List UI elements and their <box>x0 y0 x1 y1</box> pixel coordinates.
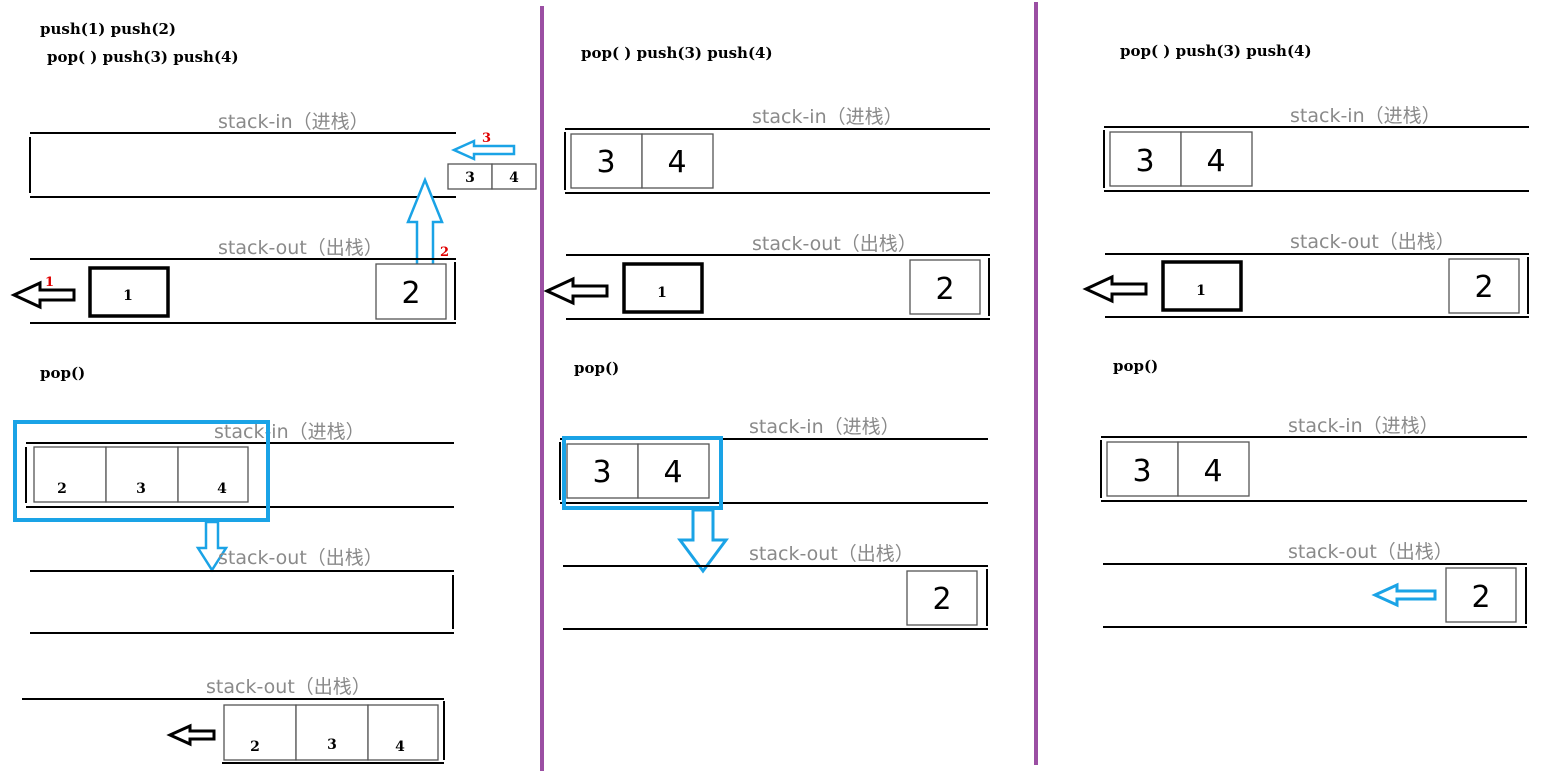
ops-line-2: pop( ) push(3) push(4) <box>47 48 239 66</box>
popped-value-1: 1 <box>1196 283 1206 299</box>
stack-in-value-3: 3 <box>1135 144 1154 179</box>
incoming-value-3: 3 <box>465 170 475 186</box>
pop-arrow-icon <box>10 280 76 310</box>
transfer-cell-2 <box>33 446 107 503</box>
stack-out-cell-2-b <box>1445 567 1517 623</box>
final-out-value-3: 3 <box>327 737 337 753</box>
transfer-value-4: 4 <box>217 481 227 497</box>
ops-line: pop( ) push(3) push(4) <box>1120 42 1312 60</box>
stack-out-label-b: stack-out（出栈） <box>1288 541 1453 563</box>
transfer-cell-3 <box>105 446 179 503</box>
stack-in-value-3-b: 3 <box>592 455 611 490</box>
incoming-value-4: 4 <box>509 170 519 186</box>
stack-out-cell-2 <box>1448 258 1520 314</box>
stack-out-label-b: stack-out（出栈） <box>218 547 383 569</box>
transfer-value-3: 3 <box>136 481 146 497</box>
stack-in-value-3: 3 <box>596 145 615 180</box>
step-number-2: 2 <box>440 245 449 260</box>
transfer-highlight <box>13 420 270 522</box>
transfer-up-arrow-icon <box>406 176 444 270</box>
ops-line: pop( ) push(3) push(4) <box>581 44 773 62</box>
stack-in-cell-4-b <box>1177 441 1250 497</box>
stack-out-value-2: 2 <box>1474 270 1493 305</box>
stack-out-label: stack-out（出栈） <box>1290 231 1455 253</box>
stack-out-label-b: stack-out（出栈） <box>749 543 914 565</box>
panel-1: push(1) push(2) pop( ) push(3) push(4) s… <box>10 20 537 764</box>
stack-out-value-2-b: 2 <box>932 582 951 617</box>
stack-in-cell-3 <box>570 133 643 189</box>
pop-arrow-icon <box>543 276 609 306</box>
stack-in-value-4: 4 <box>1206 144 1225 179</box>
stack-out-label: stack-out（出栈） <box>218 237 383 259</box>
stack-in-label-b: stack-in（进栈） <box>1288 415 1439 437</box>
stack-in-label-b: stack-in（进栈） <box>214 421 365 443</box>
stack-in-value-4-b: 4 <box>1203 454 1222 489</box>
transfer-down-arrow-icon <box>195 520 229 573</box>
push-arrow-icon <box>450 139 516 161</box>
stack-in-value-4-b: 4 <box>663 455 682 490</box>
step-number-3: 3 <box>482 131 491 146</box>
stack-in-label: stack-in（进栈） <box>752 106 903 128</box>
stack-out-label-c: stack-out（出栈） <box>206 676 371 698</box>
final-out-cell-4 <box>367 704 439 761</box>
pop-label: pop() <box>574 359 619 377</box>
stack-in-label: stack-in（进栈） <box>1290 105 1441 127</box>
stack-in-cell-4 <box>1180 131 1253 187</box>
final-out-value-4: 4 <box>395 739 405 755</box>
incoming-cell-4 <box>491 163 537 190</box>
stack-in-cell-4 <box>641 133 714 189</box>
transfer-cell-4 <box>177 446 249 503</box>
stack-in-value-3-b: 3 <box>1132 454 1151 489</box>
stack-out-cell-2 <box>909 259 981 315</box>
popped-cell-1 <box>88 266 170 318</box>
stack-in-value-4: 4 <box>667 145 686 180</box>
final-out-cell-2 <box>223 704 297 761</box>
stack-out-value-2-b: 2 <box>1471 580 1490 615</box>
pop-label: pop() <box>1113 357 1158 375</box>
stack-in-label-b: stack-in（进栈） <box>749 416 900 438</box>
popped-value-1: 1 <box>657 285 667 301</box>
stack-out-value-2: 2 <box>401 276 420 311</box>
stack-out-cell-2-b <box>906 570 978 626</box>
stack-out-value-2: 2 <box>935 272 954 307</box>
popped-value-1: 1 <box>123 288 133 304</box>
stack-in-cell-3-b <box>566 443 639 499</box>
panel-3: pop( ) push(3) push(4) stack-in（进栈） 3 4 … <box>1082 42 1529 628</box>
final-out-value-2: 2 <box>250 739 260 755</box>
pop-label: pop() <box>40 364 85 382</box>
pop-arrow-icon <box>1082 274 1148 304</box>
panel-2: pop( ) push(3) push(4) stack-in（进栈） 3 4 … <box>543 44 990 630</box>
popped-cell-1 <box>622 262 704 314</box>
ops-line-1: push(1) push(2) <box>40 20 176 38</box>
stack-out-cell-2 <box>375 263 447 320</box>
step-number-1: 1 <box>45 275 54 290</box>
stack-in-label: stack-in（进栈） <box>218 111 369 133</box>
stack-in-cell-3-b <box>1106 441 1179 497</box>
final-pop-arrow-icon <box>166 723 216 747</box>
stack-out-label: stack-out（出栈） <box>752 233 917 255</box>
popped-cell-1 <box>1161 260 1243 312</box>
stack-in-cell-4-b <box>637 443 710 499</box>
dequeue-arrow-icon <box>1371 582 1437 608</box>
transfer-down-arrow-icon <box>677 508 729 574</box>
transfer-value-2: 2 <box>57 481 67 497</box>
transfer-highlight <box>562 436 723 510</box>
